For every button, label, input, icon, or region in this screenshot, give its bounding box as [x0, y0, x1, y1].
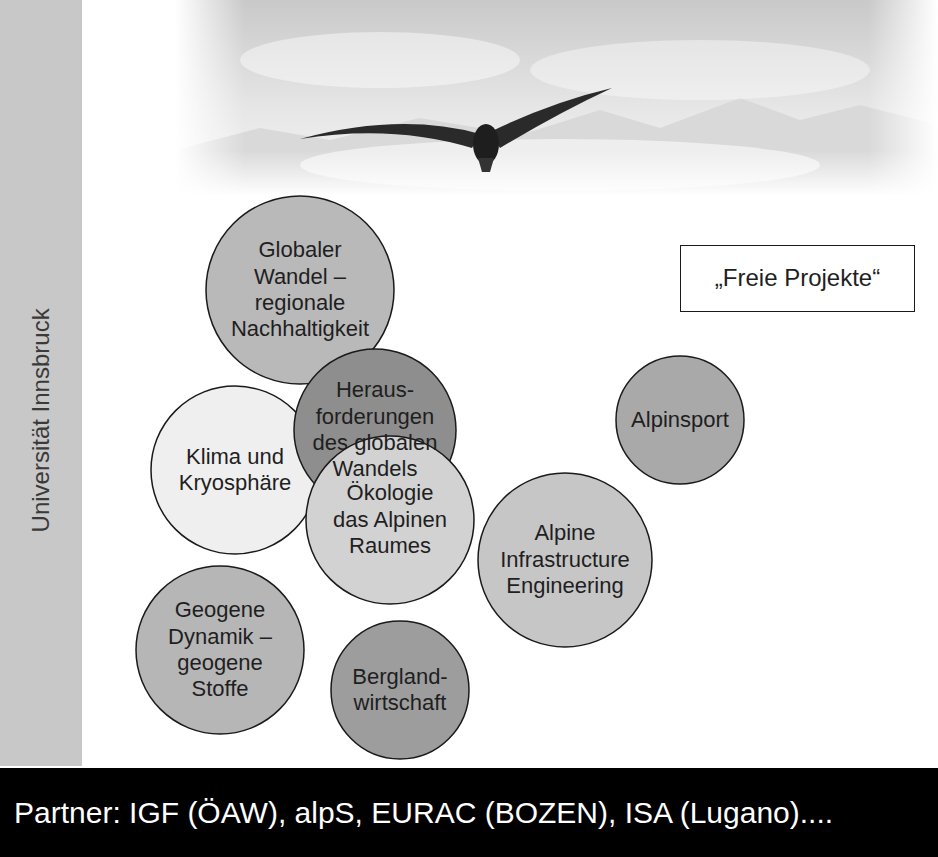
note-box: „Freie Projekte“	[680, 245, 915, 312]
topic-circle: Bergland- wirtschaft	[330, 620, 470, 760]
node-label: Globaler Wandel – regionale Nachhaltigke…	[225, 237, 375, 343]
sky	[175, 0, 938, 196]
partner-band: Partner: IGF (ÖAW), alpS, EURAC (BOZEN),…	[0, 768, 938, 857]
node-label: Alpinsport	[620, 407, 740, 433]
node-label: „Freie Projekte“	[715, 264, 880, 293]
node-label: Bergland- wirtschaft	[344, 664, 456, 717]
node-label: Klima und Kryosphäre	[173, 444, 298, 497]
side-bar: Universität Innsbruck	[0, 0, 82, 766]
cloud	[240, 32, 520, 88]
topic-circle: Klima und Kryosphäre	[150, 385, 320, 555]
topic-circle: Alpinsport	[615, 355, 745, 485]
eagle	[300, 88, 612, 172]
edge-fade	[175, 150, 938, 196]
topic-circle: Alpine Infrastructure Engineering	[477, 472, 653, 648]
cloud	[530, 40, 870, 100]
node-label: Universität Innsbruck	[27, 308, 56, 532]
node-label: Alpine Infrastructure Engineering	[493, 520, 638, 599]
node-label: Geogene Dynamik – geogene Stoffe	[163, 597, 278, 703]
node-label: Ökologie das Alpinen Raumes	[329, 480, 451, 559]
topic-circle: Geogene Dynamik – geogene Stoffe	[135, 565, 305, 735]
node-label: Heraus- forderungen des globalen Wandels	[307, 377, 443, 483]
node-label: Partner: IGF (ÖAW), alpS, EURAC (BOZEN),…	[14, 795, 833, 831]
